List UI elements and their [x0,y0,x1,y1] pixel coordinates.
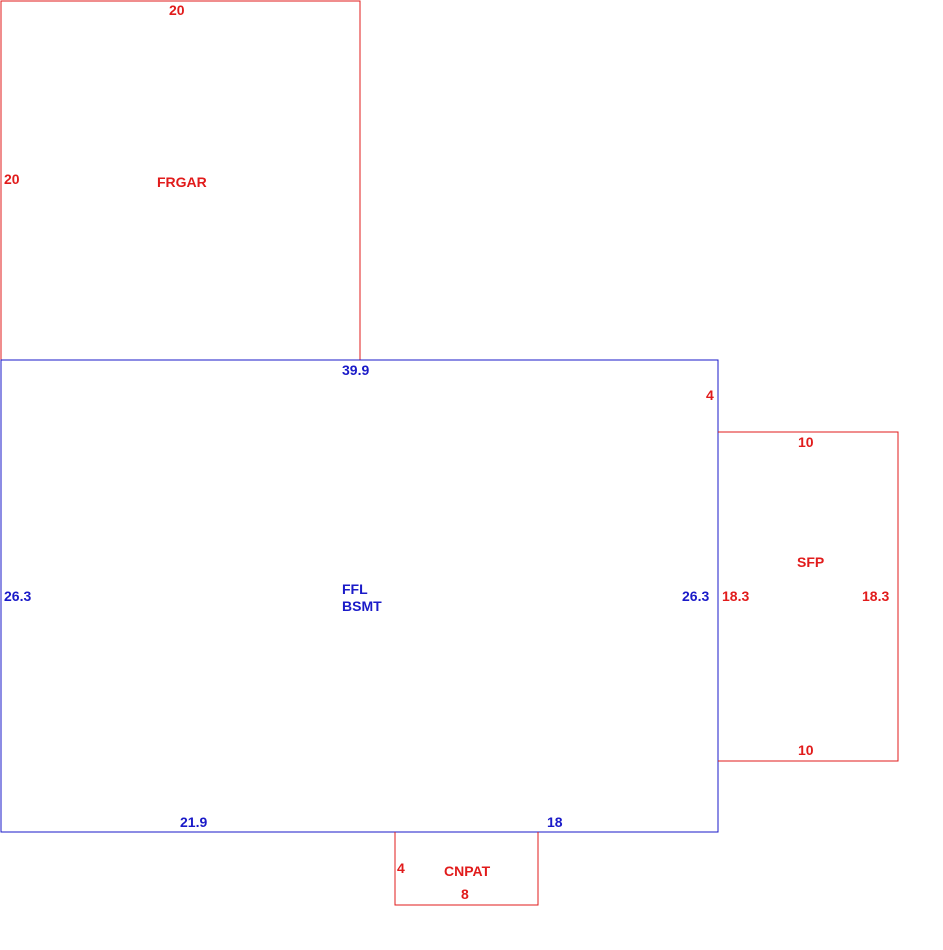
porch-dim-top: 10 [798,434,814,450]
main-label-line2: BSMT [342,598,382,614]
main-dim-bottom-left: 21.9 [180,814,208,830]
porch-dim-left: 18.3 [722,588,750,604]
garage-outline [0,0,361,360]
main-area-outline [0,359,719,833]
main-dim-offset: 4 [706,387,714,403]
patio-label: CNPAT [444,863,491,879]
main-dim-left: 26.3 [4,588,32,604]
garage-dim-left: 20 [4,171,20,187]
patio-dim-left: 4 [397,860,405,876]
porch-dim-right: 18.3 [862,588,890,604]
porch-dim-bottom: 10 [798,742,814,758]
main-dim-right: 26.3 [682,588,710,604]
main-dim-bottom-right: 18 [547,814,563,830]
main-label-line1: FFL [342,581,368,597]
garage-dim-top: 20 [169,2,185,18]
patio-outline [394,832,539,906]
porch-outline [718,431,899,762]
patio-dim-bottom: 8 [461,886,469,902]
main-dim-top: 39.9 [342,362,370,378]
garage-label: FRGAR [157,174,207,190]
porch-label: SFP [797,554,825,570]
